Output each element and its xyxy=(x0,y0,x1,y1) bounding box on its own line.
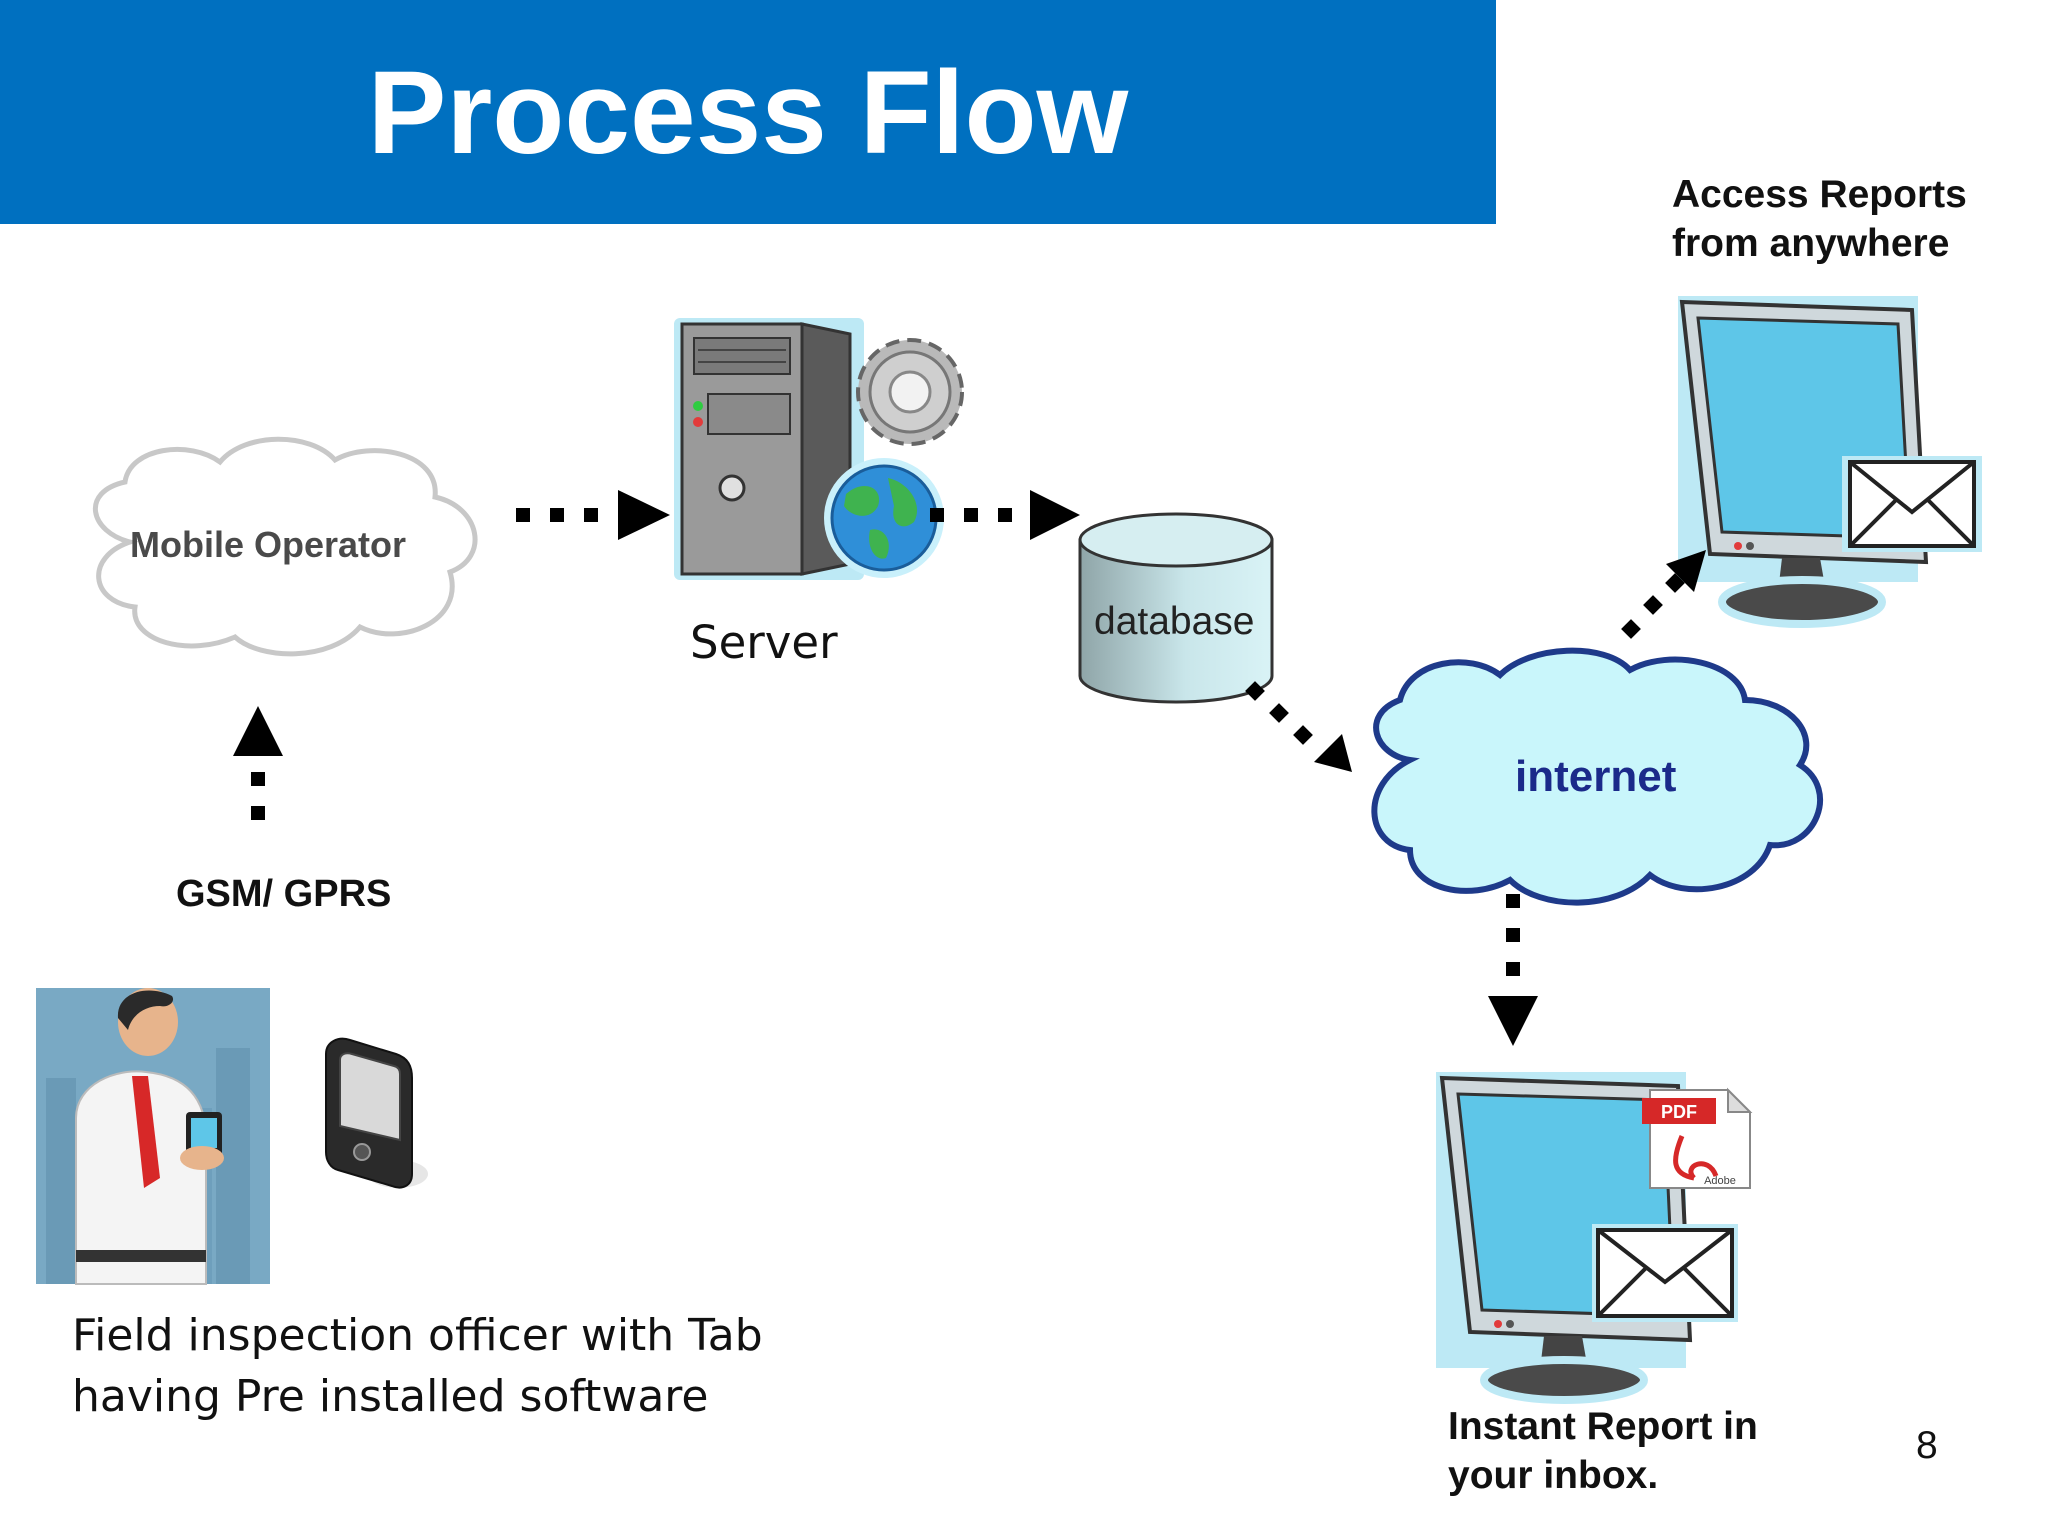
instant-report-line-1: Instant Report in xyxy=(1448,1405,1758,1448)
tablet-device-icon xyxy=(325,1037,428,1189)
arrow-officer-to-mobile-operator xyxy=(233,706,283,820)
officer-caption-line-2: having Pre installed software xyxy=(72,1371,709,1422)
pdf-icon xyxy=(1642,1087,1753,1189)
arrow-internet-to-inbox xyxy=(1488,894,1538,1046)
access-reports-line-2: from anywhere xyxy=(1672,222,1950,265)
access-monitor-icon xyxy=(1678,296,1982,628)
database-icon xyxy=(1078,512,1274,704)
internet-cloud-icon xyxy=(1371,647,1823,906)
arrow-internet-to-access-monitor xyxy=(1621,550,1706,639)
arrow-server-to-database xyxy=(930,490,1080,540)
server-icon xyxy=(674,318,964,580)
inbox-monitor-icon: PDF Adobe xyxy=(1436,1072,1753,1404)
field-officer-icon xyxy=(36,988,270,1285)
mobile-operator-cloud-icon xyxy=(93,436,478,657)
arrow-database-to-internet xyxy=(1245,681,1352,772)
instant-report-label: Instant Report in your inbox. xyxy=(1448,1402,1758,1500)
page-title: Process Flow xyxy=(367,47,1129,179)
officer-caption: Field inspection officer with Tab having… xyxy=(72,1305,763,1427)
arrow-mobile-to-server xyxy=(516,490,670,540)
internet-label: internet xyxy=(1515,752,1677,801)
page-number: 8 xyxy=(1916,1424,1938,1467)
server-label: Server xyxy=(690,616,838,669)
officer-caption-line-1: Field inspection officer with Tab xyxy=(72,1310,763,1361)
pdf-brand-text: Adobe xyxy=(1704,1175,1736,1187)
access-reports-label: Access Reports from anywhere xyxy=(1672,170,1967,268)
title-bar xyxy=(0,0,1496,224)
instant-report-line-2: your inbox. xyxy=(1448,1454,1659,1497)
database-label: database xyxy=(1094,600,1255,643)
access-reports-line-1: Access Reports xyxy=(1672,173,1967,216)
gsm-gprs-label: GSM/ GPRS xyxy=(176,873,392,915)
mobile-operator-label: Mobile Operator xyxy=(130,524,407,565)
pdf-badge-text: PDF xyxy=(1661,1102,1697,1122)
